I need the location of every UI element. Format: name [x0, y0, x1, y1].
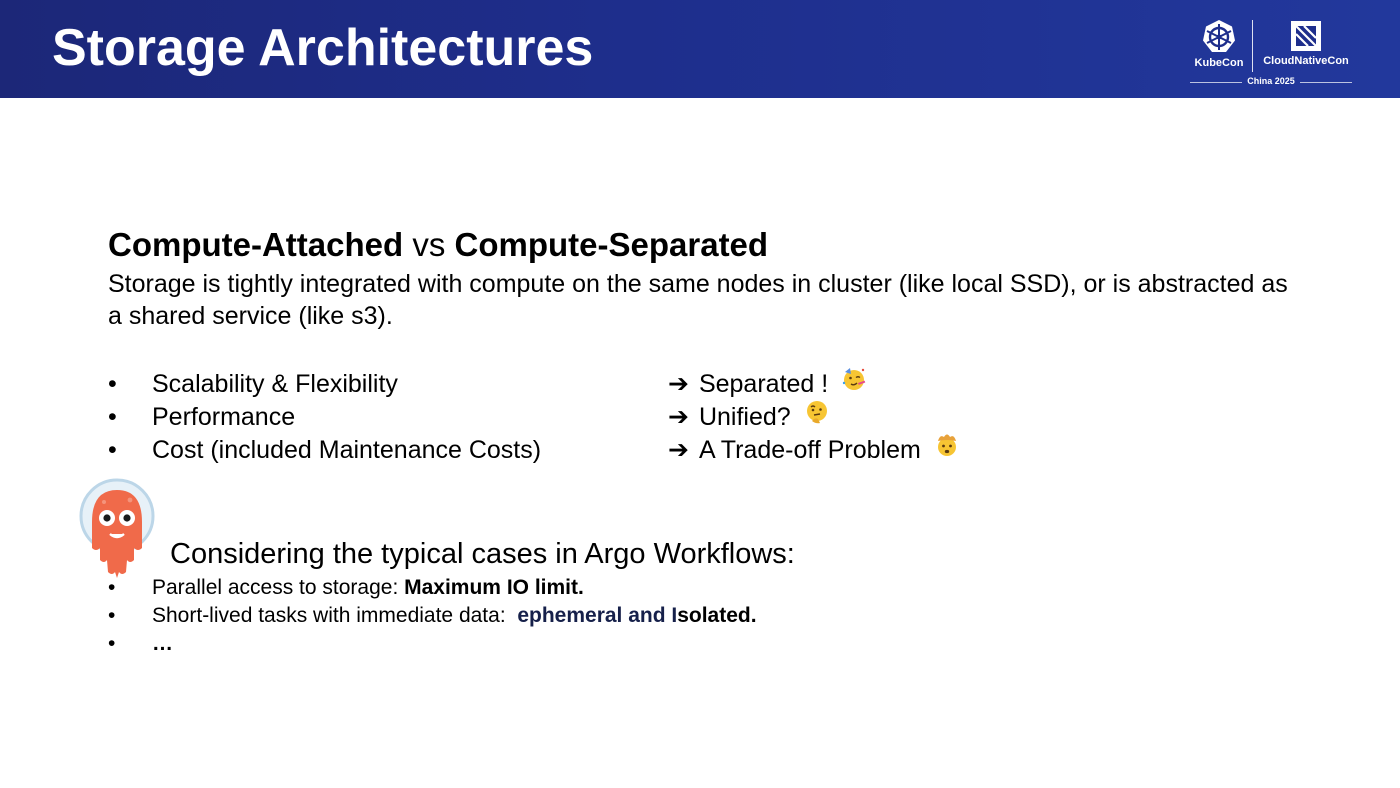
kubernetes-icon — [1203, 20, 1235, 52]
exploding-head-icon — [937, 434, 956, 456]
case-text: Short-lived tasks with immediate data: e… — [152, 602, 757, 630]
section-heading: Compute-Attached vs Compute-Separated — [108, 226, 768, 264]
logo-divider — [1252, 20, 1253, 72]
argo-mascot-icon — [79, 478, 155, 578]
case-text: Parallel access to storage: Maximum IO l… — [152, 574, 584, 602]
heading-vs: vs — [403, 226, 455, 263]
intro-paragraph: Storage is tightly integrated with compu… — [108, 270, 1288, 330]
case-text: … — [152, 630, 173, 658]
cases-list: • Parallel access to storage: Maximum IO… — [108, 574, 1008, 658]
kubecon-mark: KubeCon — [1188, 14, 1250, 74]
case-item: • Parallel access to storage: Maximum IO… — [108, 574, 1008, 602]
case-prefix: Parallel access to storage: — [152, 576, 405, 599]
bullet: • — [108, 604, 116, 627]
comparison-criterion: Performance — [152, 403, 296, 431]
case-item: • Short-lived tasks with immediate data:… — [108, 602, 1008, 630]
comparison-result: ➔ A Trade-off Problem — [668, 434, 960, 467]
case-prefix: Short-lived tasks with immediate data: — [152, 604, 518, 627]
bullet: • — [108, 436, 117, 464]
thinking-face-icon — [806, 401, 827, 424]
kubecon-label: KubeCon — [1194, 57, 1244, 69]
comparison-answer: Unified? — [698, 403, 791, 431]
comparison-list: • Scalability & Flexibility ➔ Separated !… — [108, 368, 1108, 467]
comparison-result: ➔ Unified? — [668, 401, 830, 434]
bullet: • — [108, 403, 117, 431]
comparison-criterion: Cost (included Maintenance Costs) — [152, 436, 542, 464]
bullet: • — [108, 370, 117, 398]
comparison-answer: Separated ! — [698, 370, 829, 398]
event-label: China 2025 — [1188, 76, 1354, 88]
comparison-row: • Cost (included Maintenance Costs) ➔ A T… — [108, 434, 1108, 467]
party-face-icon — [842, 368, 866, 390]
slide-title: Storage Architectures — [52, 19, 594, 77]
case-ellipsis: … — [152, 632, 173, 655]
case-emphasis: Maximum IO limit. — [404, 576, 584, 599]
cloudnativecon-label: CloudNativeCon — [1263, 55, 1349, 67]
cloudnativecon-mark: CloudNativeCon — [1258, 14, 1354, 74]
cncf-icon — [1291, 21, 1321, 51]
comparison-answer: A Trade-off Problem — [698, 436, 921, 464]
bullet: • — [108, 632, 116, 655]
comparison-result: ➔ Separated ! — [668, 368, 867, 401]
cases-title: Considering the typical cases in Argo Wo… — [170, 538, 795, 570]
comparison-row: • Scalability & Flexibility ➔ Separated ! — [108, 368, 1108, 401]
bullet: • — [108, 576, 116, 599]
case-item: • … — [108, 630, 1008, 658]
arrow-right-icon: ➔ — [668, 403, 689, 431]
header-bar: Storage Architectures KubeCon — [0, 0, 1400, 98]
heading-compute-attached: Compute-Attached — [108, 226, 404, 263]
heading-compute-separated: Compute-Separated — [454, 226, 769, 263]
case-emphasis-navy: ephemeral and I — [517, 604, 678, 627]
kubecon-logo: KubeCon CloudNativeCon China 2025 — [1188, 14, 1354, 90]
comparison-row: • Performance ➔ Unified? — [108, 401, 1108, 434]
arrow-right-icon: ➔ — [668, 370, 689, 398]
arrow-right-icon: ➔ — [668, 436, 689, 464]
comparison-criterion: Scalability & Flexibility — [152, 370, 398, 398]
case-emphasis: solated. — [677, 604, 757, 627]
